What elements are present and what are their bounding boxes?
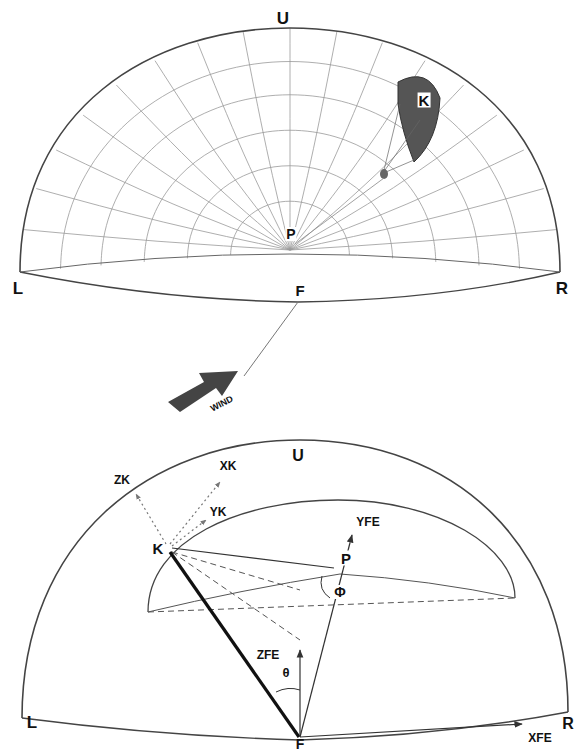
angle-label: Φ [333,585,347,599]
meridian-line [290,32,337,250]
axis-label: YK [209,506,228,518]
kite-wing [398,77,440,162]
point-label: F [294,283,305,298]
dome-outline [22,440,568,718]
sphere-grid [24,28,556,269]
meridian-line [56,150,290,250]
axis-label: XFE [527,732,552,744]
meridian-line [24,230,290,250]
yfe-axis [300,535,352,737]
point-label: K [418,93,431,108]
tether [170,552,299,737]
inner-base-front [148,574,515,612]
xfe-axis [300,724,522,737]
point-label: U [276,10,290,27]
dome-base [20,272,560,302]
axis-label: XK [219,460,238,472]
point-label: L [26,714,38,731]
inner-dome [148,500,515,612]
axis-label: YFE [355,516,380,528]
theta-arc [276,688,300,692]
point-label: P [285,227,296,241]
point-label: K [152,541,165,556]
kite-lines [384,104,420,172]
point-label: R [561,716,575,732]
wind-label: WIND [208,394,235,414]
k-p-line [172,548,334,568]
tether [295,178,384,244]
dome-base [22,712,568,740]
point-label: U [291,448,305,464]
meridian-line [290,115,497,250]
zfe-axis [299,650,300,737]
meridian-line [198,43,290,250]
phi-arc [321,576,330,598]
zk-axis [136,494,166,544]
point-label: P [340,551,352,566]
meridian-line [290,150,524,250]
dome-base-back [20,254,560,272]
meridian-line [36,189,290,250]
wind-line [244,302,298,376]
meridian-line [155,61,290,250]
point-label: R [555,280,569,297]
point-label: L [12,280,24,297]
projection-line [172,552,300,640]
angle-label: θ [281,666,290,679]
meridian-line [290,230,556,250]
meridian-line [243,32,290,250]
yk-axis [172,520,206,546]
meridian-line [83,115,290,250]
meridian-line [290,28,291,250]
kite-pilot [380,169,388,179]
axis-label: ZK [113,474,131,486]
point-label: F [295,737,306,751]
axis-label: ZFE [256,649,281,661]
meridian-line [116,85,290,250]
dome-outline [20,28,560,272]
